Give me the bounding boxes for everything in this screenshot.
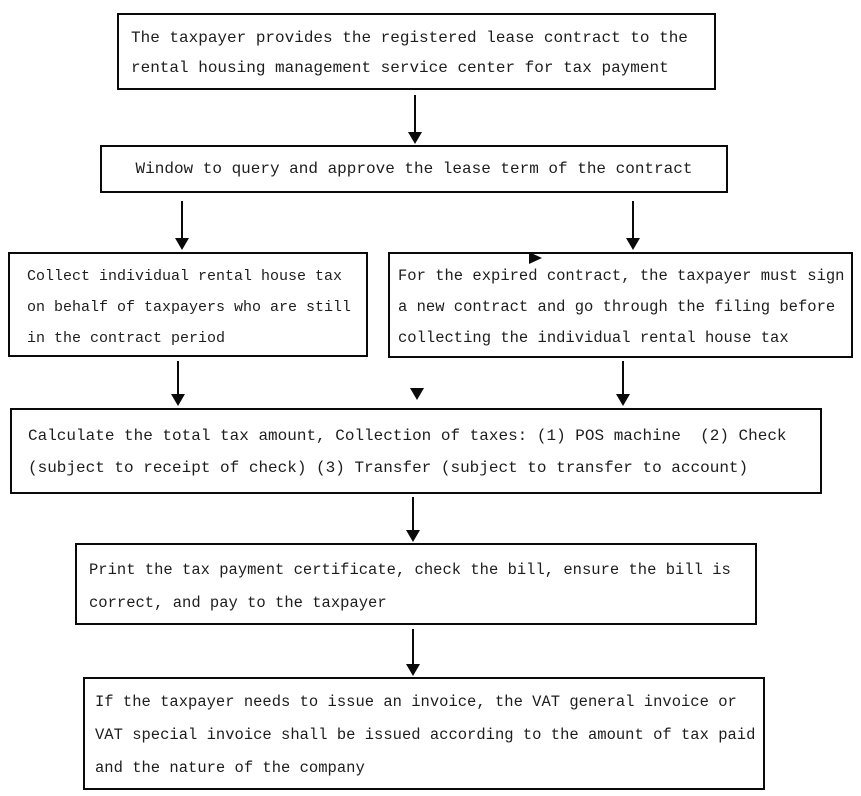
arrowhead-down-icon [626, 238, 640, 250]
flow-box-issue-invoice: If the taxpayer needs to issue an invoic… [83, 677, 765, 790]
flow-box-line: in the contract period [27, 330, 226, 347]
arrowhead-down-icon [616, 394, 630, 406]
arrow-print-to-invoice [406, 629, 420, 676]
arrowhead-down-icon [410, 388, 424, 400]
flow-box-line: (subject to receipt of check) (3) Transf… [28, 459, 749, 477]
flow-box-line: VAT special invoice shall be issued acco… [95, 726, 756, 744]
arrowhead-down-icon [171, 394, 185, 406]
flow-box-line: Print the tax payment certificate, check… [89, 561, 731, 579]
arrow-calculate-to-print [406, 497, 420, 542]
flow-box-line: and the nature of the company [95, 759, 365, 777]
arrow-shaft [412, 629, 414, 664]
arrow-shaft [181, 201, 183, 238]
arrowhead-right-icon [529, 252, 542, 264]
flow-box-line: For the expired contract, the taxpayer m… [398, 267, 845, 285]
flow-box-print-certificate: Print the tax payment certificate, check… [75, 543, 757, 625]
arrowhead-down-icon [406, 664, 420, 676]
flow-box-collect-in-period: Collect individual rental house tax on b… [8, 252, 368, 357]
arrow-shaft [177, 361, 179, 394]
flow-box-line: rental housing management service center… [131, 59, 669, 77]
flow-box-window-query: Window to query and approve the lease te… [100, 145, 728, 193]
arrow-shaft [632, 201, 634, 238]
flow-box-line: collecting the individual rental house t… [398, 329, 789, 347]
arrowhead-down-icon [408, 132, 422, 144]
flow-box-line: correct, and pay to the taxpayer [89, 594, 387, 612]
flow-box-expired-contract: For the expired contract, the taxpayer m… [388, 252, 853, 358]
flow-box-line: Window to query and approve the lease te… [135, 160, 693, 178]
flow-box-line: Collect individual rental house tax [27, 268, 343, 285]
arrow-window-to-expired [626, 201, 640, 250]
flow-box-line: Calculate the total tax amount, Collecti… [28, 427, 787, 445]
flow-box-line: The taxpayer provides the registered lea… [131, 29, 688, 47]
flow-box-provide-contract: The taxpayer provides the registered lea… [117, 13, 716, 90]
arrow-window-to-collect [175, 201, 189, 250]
flow-box-line: If the taxpayer needs to issue an invoic… [95, 693, 737, 711]
arrow-shaft [622, 361, 624, 394]
arrow-shaft [412, 497, 414, 530]
arrow-provide-to-window [408, 95, 422, 144]
arrowhead-down-icon [175, 238, 189, 250]
flow-box-calculate-tax: Calculate the total tax amount, Collecti… [10, 408, 822, 494]
arrow-shaft [414, 95, 416, 132]
flow-box-line: on behalf of taxpayers who are still [27, 299, 352, 316]
arrow-collect-to-calculate [171, 361, 185, 406]
flow-box-line: a new contract and go through the filing… [398, 298, 836, 316]
arrowhead-down-icon [406, 530, 420, 542]
arrow-expired-to-calculate [616, 361, 630, 406]
